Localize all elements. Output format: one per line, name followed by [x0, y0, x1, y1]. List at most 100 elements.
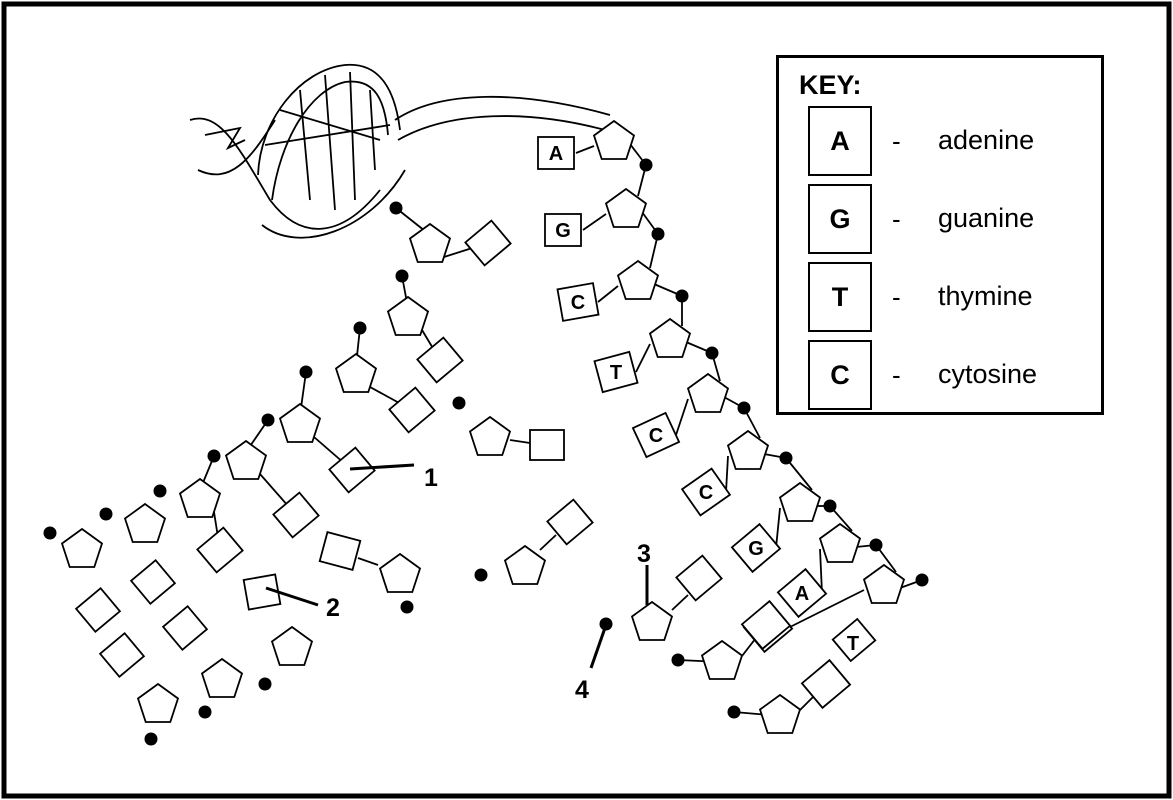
sugar-pentagon — [778, 481, 822, 522]
bond-line — [637, 164, 647, 197]
phosphate-dot — [43, 526, 57, 540]
sugar-pentagon — [726, 429, 770, 470]
sugar-pentagon — [224, 439, 268, 480]
bond-line — [829, 505, 853, 532]
sugar-pentagon — [686, 372, 730, 413]
bond-line — [743, 407, 761, 439]
base-label: G — [748, 538, 764, 560]
key-row-cytosine: C - cytosine — [808, 340, 1088, 410]
base-label: C — [699, 482, 713, 504]
callout-label-3: 3 — [637, 540, 651, 568]
base-box — [388, 386, 436, 434]
phosphate-dot — [400, 600, 414, 614]
sugar-pentagon — [616, 259, 660, 300]
key-name: cytosine — [938, 359, 1038, 389]
base-box — [730, 522, 782, 574]
nucleotide-chains: AGCTCCGATTT — [43, 119, 929, 746]
bond-line — [787, 589, 865, 629]
phosphate-dot — [915, 573, 929, 587]
base-box — [98, 631, 146, 679]
bond-line — [357, 557, 379, 566]
key-row-guanine: G - guanine — [808, 184, 1088, 254]
sugar-pentagon — [378, 552, 422, 593]
bond-line — [575, 145, 595, 154]
base-box — [464, 219, 512, 267]
base-label: C — [571, 292, 585, 314]
base-box — [529, 429, 565, 461]
bond-line — [675, 398, 689, 436]
bond-line — [539, 534, 557, 551]
base-box — [416, 336, 464, 384]
sugar-pentagon — [178, 477, 222, 518]
base-box — [556, 282, 600, 322]
key-name: thymine — [938, 281, 1033, 311]
key-title: KEY: — [799, 70, 862, 100]
phosphate-dot — [474, 568, 488, 582]
base-label: C — [649, 425, 663, 447]
sugar-pentagon — [700, 639, 744, 680]
key-name: adenine — [938, 125, 1035, 155]
base-label: T — [847, 633, 859, 655]
callout-label-4: 4 — [575, 676, 589, 704]
base-label: T — [610, 362, 622, 384]
sugar-pentagon — [604, 187, 648, 228]
base-box — [544, 213, 582, 247]
key-symbol: C — [808, 340, 872, 410]
base-label: A — [795, 583, 809, 605]
sugar-pentagon — [60, 527, 104, 568]
sugar-pentagon — [818, 522, 862, 563]
bond-line — [775, 507, 781, 549]
base-box — [776, 567, 828, 619]
base-box — [129, 558, 177, 606]
bond-line — [509, 439, 531, 444]
bond-line — [635, 343, 651, 373]
key-dash: - — [892, 282, 901, 312]
base-label: A — [549, 143, 563, 165]
base-box — [680, 467, 732, 517]
sugar-pentagon — [408, 222, 452, 263]
phosphate-dot — [198, 705, 212, 719]
base-box — [74, 586, 122, 634]
base-box — [740, 599, 792, 651]
sugar-pentagon — [862, 563, 906, 604]
base-box — [675, 554, 723, 602]
base-box — [831, 617, 877, 663]
bond-line — [649, 233, 659, 269]
base-box — [631, 411, 681, 459]
sugar-pentagon — [592, 119, 636, 160]
base-key: KEY: A - adenine G - guanine T - thymine… — [776, 55, 1104, 415]
key-row-adenine: A - adenine — [808, 106, 1088, 176]
bond-line — [875, 544, 897, 573]
sugar-pentagon — [136, 682, 180, 723]
base-box — [800, 658, 852, 710]
bond-line — [582, 213, 607, 231]
bond-line — [597, 285, 619, 303]
base-box — [537, 136, 575, 170]
sugar-pentagon — [123, 502, 167, 543]
phosphate-dot — [144, 732, 158, 746]
base-box — [161, 604, 209, 652]
base-box — [272, 491, 320, 539]
sugar-pentagon — [758, 693, 802, 734]
callout-label-1: 1 — [424, 464, 438, 492]
sugar-pentagon — [503, 544, 547, 585]
phosphate-dot — [599, 617, 613, 631]
phosphate-dot — [99, 507, 113, 521]
callout-lines — [265, 463, 649, 669]
key-row-thymine: T - thymine — [808, 262, 1088, 332]
key-symbol: A — [808, 106, 872, 176]
base-box — [242, 573, 282, 611]
bond-line — [785, 457, 813, 491]
sugar-pentagon — [200, 657, 244, 698]
bond-line — [711, 352, 721, 382]
bond-line — [725, 455, 729, 493]
sugar-pentagon — [278, 402, 322, 443]
phosphate-dot — [258, 677, 272, 691]
bond-line — [671, 594, 689, 611]
key-dash: - — [892, 204, 901, 234]
key-dash: - — [892, 360, 901, 390]
sugar-pentagon — [630, 600, 674, 641]
phosphate-dot — [153, 484, 167, 498]
base-box — [546, 498, 594, 546]
